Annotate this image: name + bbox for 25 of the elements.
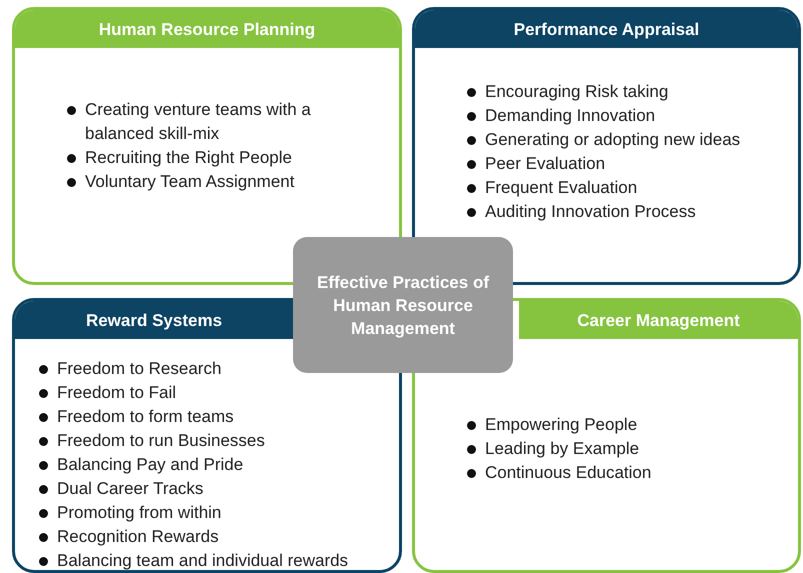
bullet-item: Freedom to Fail [37, 381, 387, 405]
bullet-item: Empowering People [465, 413, 765, 437]
bullet-item: Freedom to run Businesses [37, 429, 387, 453]
bullet-item: Peer Evaluation [465, 152, 785, 176]
bullet-item: Balancing Pay and Pride [37, 453, 387, 477]
bullet-item: Dual Career Tracks [37, 477, 387, 501]
bullet-item: Voluntary Team Assignment [65, 170, 365, 194]
card-heading: Human Resource Planning [15, 10, 399, 48]
bullet-item: Recognition Rewards [37, 525, 387, 549]
card-heading: Performance Appraisal [415, 10, 798, 48]
bullet-item: Continuous Education [465, 461, 765, 485]
bullet-item: Freedom to form teams [37, 405, 387, 429]
bullet-item: Recruiting the Right People [65, 146, 365, 170]
bullet-item: Auditing Innovation Process [465, 200, 785, 224]
bullet-item: Frequent Evaluation [465, 176, 785, 200]
bullet-item: Demanding Innovation [465, 104, 785, 128]
card-heading: Reward Systems [15, 301, 293, 339]
bullet-item: Leading by Example [465, 437, 765, 461]
bullet-item: Balancing team and individual rewards [37, 549, 387, 573]
center-box: Effective Practices of Human Resource Management [293, 237, 513, 373]
bullet-item: Promoting from within [37, 501, 387, 525]
card-heading: Career Management [519, 301, 798, 339]
bullet-item: Encouraging Risk taking [465, 80, 785, 104]
bullet-item: Creating venture teams with a balanced skill-mix [65, 98, 365, 146]
bullet-item: Generating or adopting new ideas [465, 128, 785, 152]
